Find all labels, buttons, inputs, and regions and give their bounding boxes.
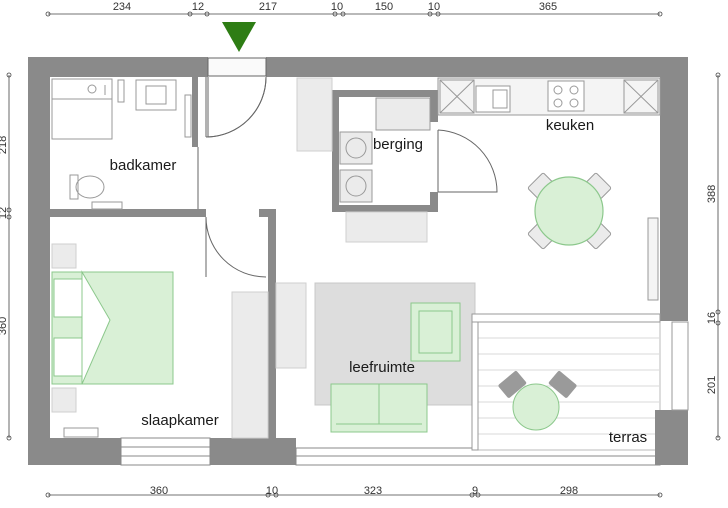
room-label-badkamer: badkamer xyxy=(110,157,177,174)
dimension-lines xyxy=(8,13,719,496)
room-label-keuken: keuken xyxy=(546,117,594,134)
storage-appliances xyxy=(339,97,431,203)
room-label-leefruimte: leefruimte xyxy=(349,359,415,376)
front-door[interactable] xyxy=(207,57,267,138)
dim-bottom-1: 360 xyxy=(150,485,168,497)
dim-left-2: 12 xyxy=(0,207,9,219)
dim-top-1: 234 xyxy=(113,1,131,13)
dim-top-7: 365 xyxy=(539,1,557,13)
dim-left-1: 218 xyxy=(0,136,9,154)
dim-top-4: 10 xyxy=(331,1,343,13)
dim-right-2: 16 xyxy=(706,312,718,324)
dim-bottom-2: 10 xyxy=(266,485,278,497)
dim-top-2: 12 xyxy=(192,1,204,13)
room-label-slaapkamer: slaapkamer xyxy=(141,412,219,429)
dim-bottom-5: 298 xyxy=(560,485,578,497)
hall-furniture xyxy=(296,77,428,243)
bedroom-furniture xyxy=(51,243,269,439)
kitchen-counter xyxy=(437,77,661,116)
kitchen-side-cabinet xyxy=(647,217,659,301)
walls xyxy=(28,57,688,465)
bathroom-fixtures xyxy=(51,78,192,210)
dim-top-5: 150 xyxy=(375,1,393,13)
living-room-furniture xyxy=(275,282,476,433)
terrace xyxy=(471,313,689,465)
storage-door[interactable] xyxy=(437,129,498,193)
dim-right-3: 201 xyxy=(706,376,718,394)
dining-table xyxy=(527,172,612,250)
dim-bottom-4: 9 xyxy=(472,485,478,497)
room-label-terras: terras xyxy=(609,429,647,446)
living-room-window xyxy=(295,447,661,466)
dim-top-6: 10 xyxy=(428,1,440,13)
dim-top-3: 217 xyxy=(259,1,277,13)
entrance-arrow-icon xyxy=(222,22,256,52)
bedroom-door[interactable] xyxy=(205,216,267,278)
dim-left-3: 360 xyxy=(0,317,9,335)
room-label-berging: berging xyxy=(373,136,423,153)
bedroom-window xyxy=(120,437,211,466)
dimension-ticks xyxy=(6,11,721,498)
dim-bottom-3: 323 xyxy=(364,485,382,497)
dim-right-1: 388 xyxy=(706,185,718,203)
